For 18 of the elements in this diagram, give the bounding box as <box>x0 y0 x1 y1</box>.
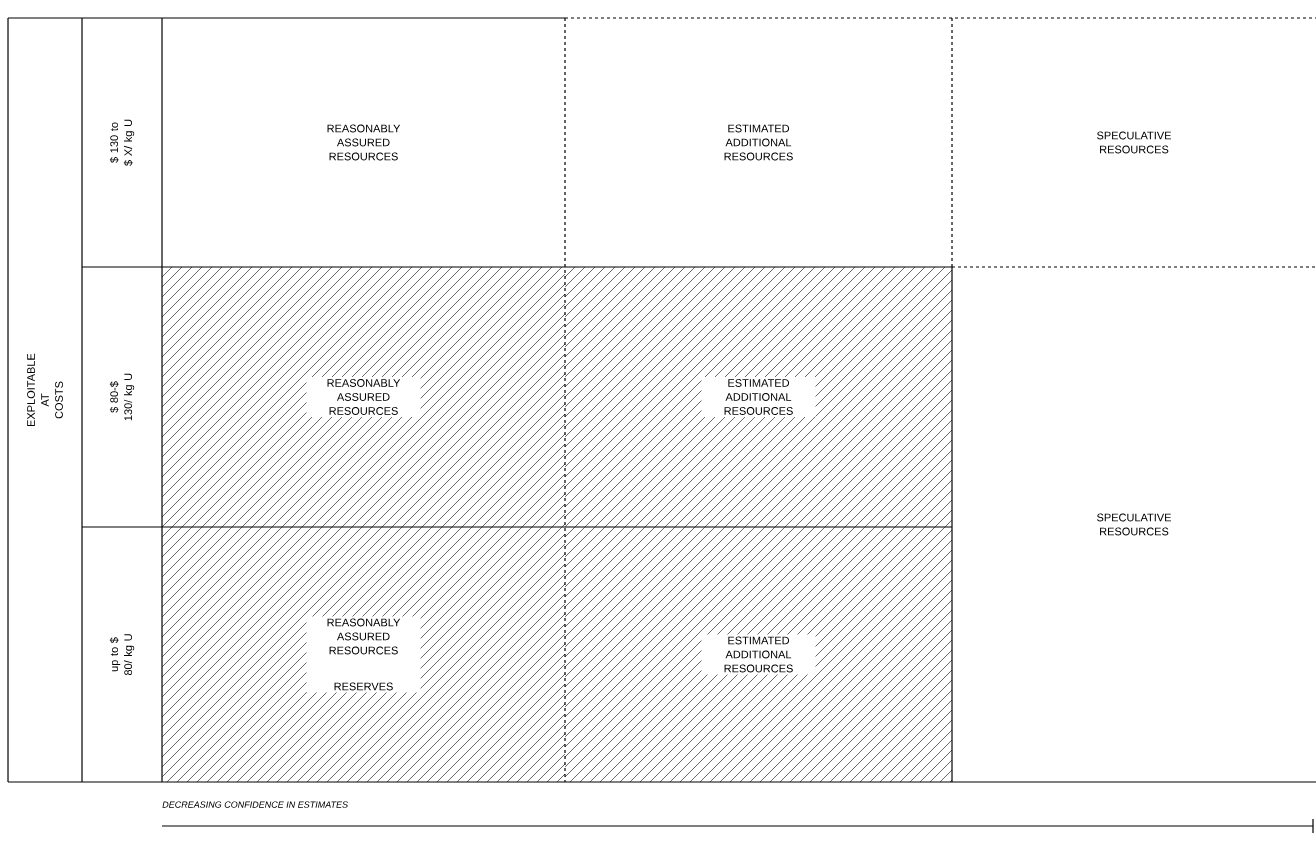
row-header: $ 130 to $ X/ kg U <box>109 119 135 166</box>
row-header: up to $ 80/ kg U <box>109 634 135 676</box>
row-header: $ 80-$ 130/ kg U <box>109 373 135 421</box>
node-label: ESTIMATED ADDITIONAL RESOURCES <box>724 636 793 673</box>
table-cell: REASONABLY ASSURED RESOURCES RESERVES <box>306 616 421 693</box>
table-cell: ESTIMATED ADDITIONAL RESOURCES <box>701 377 816 417</box>
axis-label: DECREASING CONFIDENCE IN ESTIMATES <box>162 801 348 808</box>
table-cell: ESTIMATED ADDITIONAL RESOURCES <box>701 634 816 675</box>
row-header: EXPLOITABLE AT COSTS <box>27 353 63 427</box>
node-label: REASONABLY ASSURED RESOURCES <box>327 618 401 655</box>
node-label: ESTIMATED ADDITIONAL RESOURCES <box>724 379 793 415</box>
table-cell: SPECULATIVE RESOURCES <box>1097 513 1171 536</box>
table-cell: REASONABLY ASSURED RESOURCES <box>327 124 401 161</box>
table-cell: SPECULATIVE RESOURCES <box>1097 131 1171 154</box>
node-label: REASONABLY ASSURED RESOURCES <box>327 379 401 415</box>
node-label: RESERVES <box>334 682 393 691</box>
table-cell: ESTIMATED ADDITIONAL RESOURCES <box>724 124 793 161</box>
table-cell: REASONABLY ASSURED RESOURCES <box>306 377 421 417</box>
